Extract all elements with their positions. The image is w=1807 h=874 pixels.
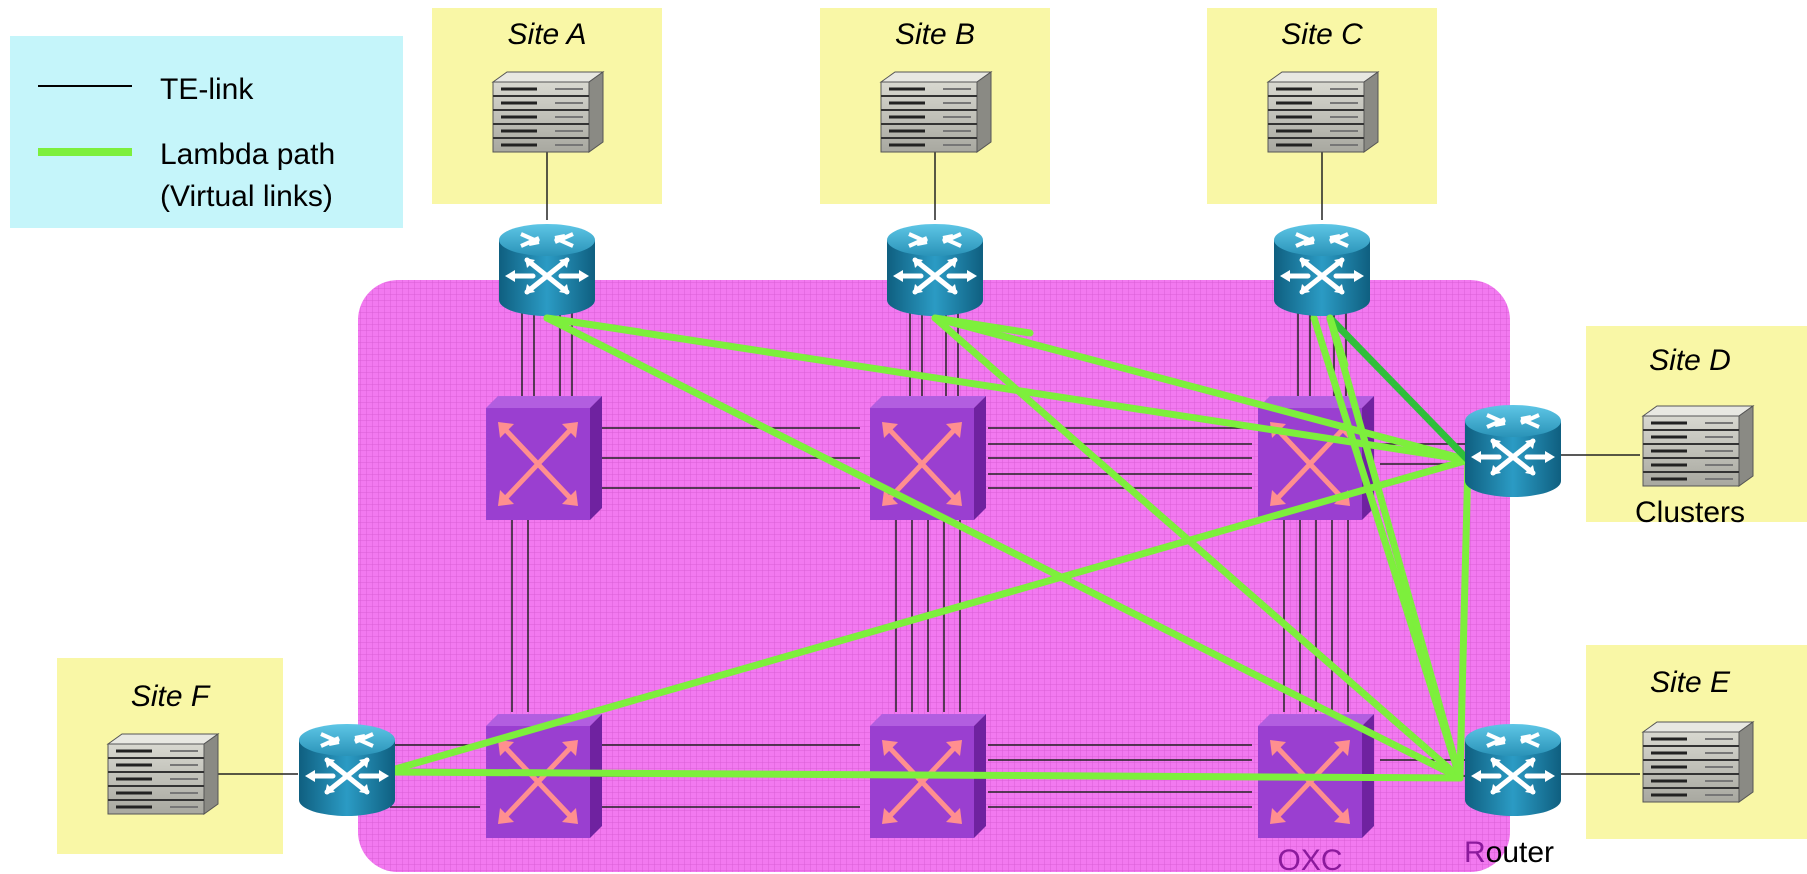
legend: TE-link Lambda path (Virtual links) (10, 36, 403, 228)
lambda-path-label: Lambda path (160, 138, 335, 171)
site-e-title: Site E (1650, 666, 1731, 699)
lambda-path-endpoints (543, 314, 1349, 369)
lambda-path-sublabel: (Virtual links) (160, 180, 333, 213)
router-site-b (887, 224, 983, 316)
router-label: Router (1464, 836, 1554, 869)
oxc-top-left (486, 396, 602, 520)
server-site-f (106, 732, 220, 816)
server-site-a (491, 70, 605, 154)
legend-box (10, 36, 403, 228)
site-d-title: Site D (1649, 344, 1731, 377)
router-label-rest: outer (1486, 836, 1554, 869)
oxc-label: OXC (1277, 844, 1342, 874)
site-c-title: Site C (1281, 18, 1363, 51)
router-site-e (1465, 724, 1561, 816)
site-f-title: Site F (131, 680, 211, 713)
router-site-c (1274, 224, 1370, 316)
te-link-label: TE-link (160, 73, 254, 106)
site-d-caption: Clusters (1635, 496, 1745, 529)
server-site-b (879, 70, 993, 154)
router-site-d (1465, 405, 1561, 497)
server-site-e (1641, 720, 1755, 804)
server-site-d (1641, 404, 1755, 488)
server-site-c (1266, 70, 1380, 154)
site-a-title: Site A (508, 18, 587, 51)
site-b-title: Site B (895, 18, 975, 51)
router-site-a (499, 224, 595, 316)
router-label-initial: R (1464, 836, 1486, 869)
lambda-paths (381, 314, 1472, 782)
router-site-f (299, 724, 395, 816)
oxc-top-middle (870, 396, 986, 520)
